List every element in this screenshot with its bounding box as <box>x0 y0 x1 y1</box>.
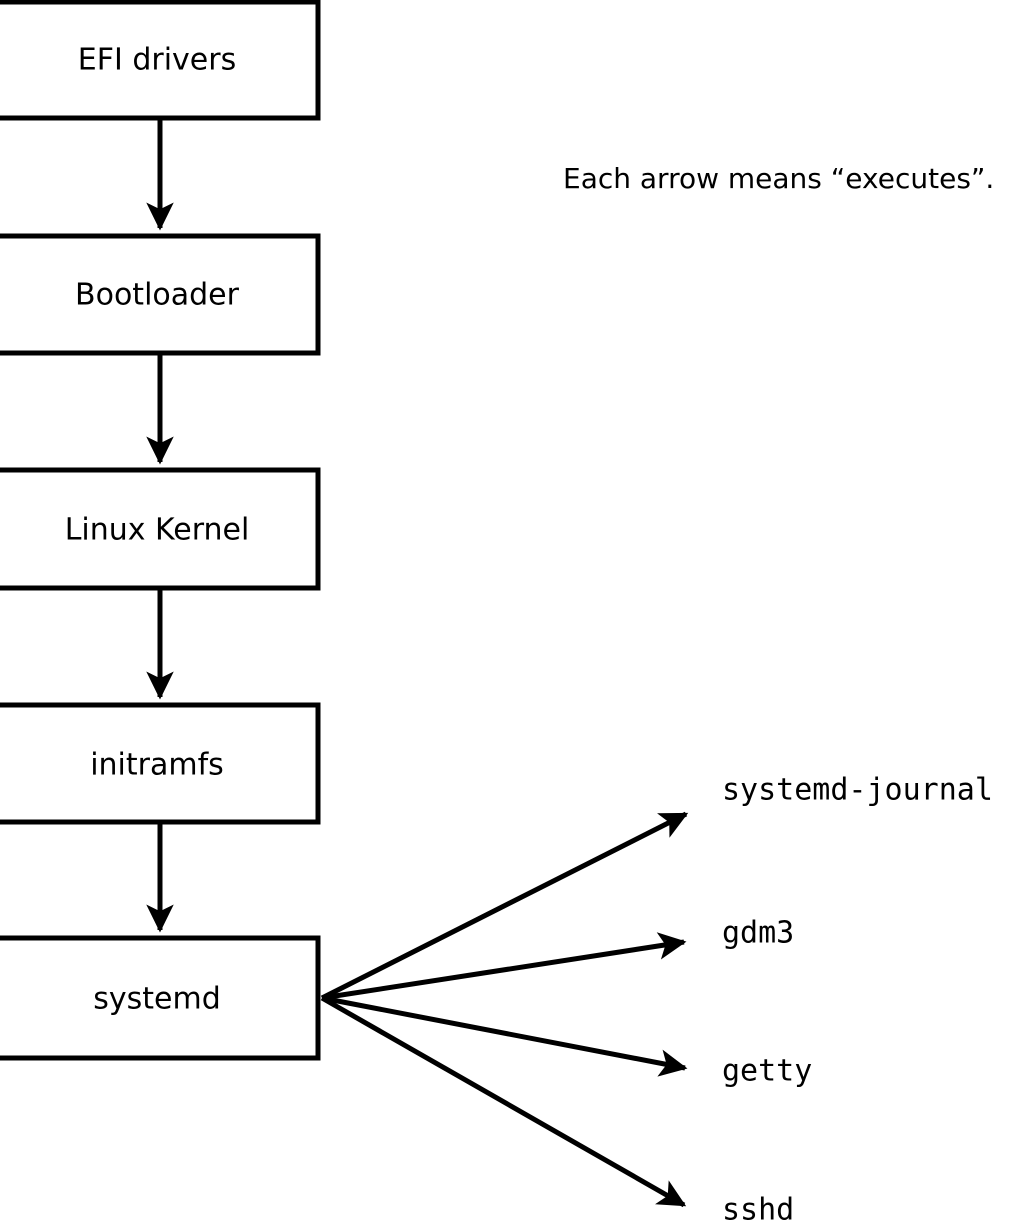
node-label: initramfs <box>90 748 224 783</box>
node-systemd[interactable]: systemd <box>0 935 321 1061</box>
leaf-label-gdm3: gdm3 <box>722 916 794 951</box>
leaf-label-systemd-journal: systemd-journal <box>722 773 993 808</box>
node-box-rect[interactable] <box>0 0 321 121</box>
node-bootloader[interactable]: Bootloader <box>0 233 321 356</box>
leaf-label-getty: getty <box>722 1054 812 1089</box>
node-box-rect[interactable] <box>0 233 321 356</box>
fanout-arrows-group <box>320 811 689 1208</box>
node-linux-kernel[interactable]: Linux Kernel <box>0 467 321 591</box>
arrow-systemd-to-systemd-journal <box>320 811 689 1001</box>
arrow-systemd-to-gdm3 <box>321 932 687 1001</box>
leaf-label-sshd: sshd <box>722 1193 794 1228</box>
node-box-rect[interactable] <box>0 935 321 1061</box>
arrow-systemd-to-sshd <box>320 995 687 1208</box>
arrow-systemd-to-getty <box>321 995 688 1077</box>
node-initramfs[interactable]: initramfs <box>0 702 321 825</box>
node-box-rect[interactable] <box>0 467 321 591</box>
node-label: Bootloader <box>75 278 240 313</box>
fanout-labels-group: systemd-journal gdm3 getty sshd <box>722 773 993 1228</box>
chain-boxes-group: EFI drivers Bootloader Linux Kernel init… <box>0 0 321 1061</box>
node-label: systemd <box>93 982 221 1017</box>
node-label: EFI drivers <box>78 43 236 78</box>
node-box-rect[interactable] <box>0 702 321 825</box>
node-label: Linux Kernel <box>65 513 250 548</box>
legend-note: Each arrow means “executes”. <box>563 162 994 195</box>
node-efi-drivers[interactable]: EFI drivers <box>0 0 321 121</box>
